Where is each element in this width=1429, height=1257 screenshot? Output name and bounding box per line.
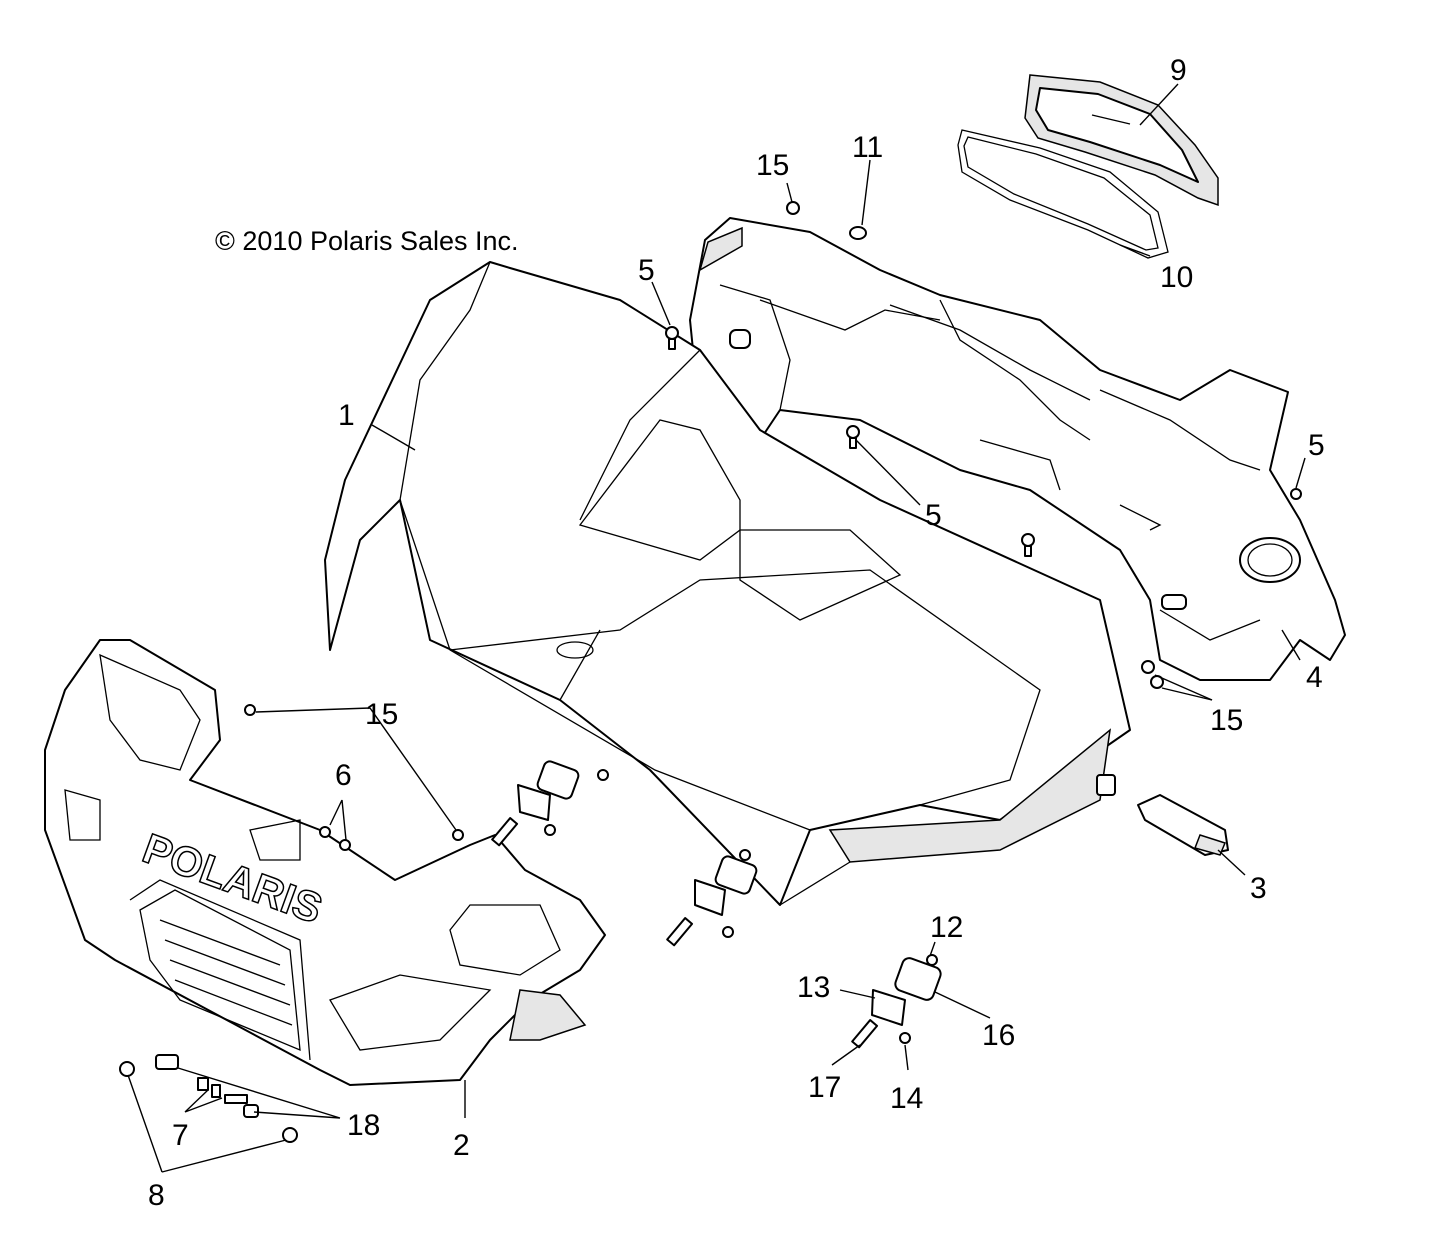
part-1-hood xyxy=(324,261,1131,906)
callout-17: 17 xyxy=(808,1071,841,1104)
callout-6: 6 xyxy=(335,759,352,792)
callout-15c: 15 xyxy=(1210,704,1243,737)
callout-15a: 15 xyxy=(756,149,789,182)
part-9-gauge-bezel xyxy=(1024,74,1219,207)
part-4-dash-panel xyxy=(689,217,1346,681)
callout-14: 14 xyxy=(890,1082,923,1115)
callout-13: 13 xyxy=(797,971,830,1004)
callout-3: 3 xyxy=(1250,872,1267,905)
callout-10: 10 xyxy=(1160,261,1193,294)
copyright-text: © 2010 Polaris Sales Inc. xyxy=(215,226,519,256)
mount-hardware xyxy=(491,760,942,1049)
callout-8: 8 xyxy=(148,1179,165,1212)
part-10-gasket xyxy=(957,129,1169,259)
callout-15b: 15 xyxy=(365,698,398,731)
callouts: 1 2 3 4 5 5 5 6 7 8 9 10 11 12 13 14 15 … xyxy=(148,54,1325,1212)
leader-lines xyxy=(127,83,1306,1173)
callout-5b: 5 xyxy=(925,499,942,532)
callout-5a: 5 xyxy=(638,254,655,287)
callout-9: 9 xyxy=(1170,54,1187,87)
callout-5c: 5 xyxy=(1308,429,1325,462)
callout-11: 11 xyxy=(852,131,883,164)
part-3-handle xyxy=(1137,794,1229,856)
fasteners xyxy=(119,201,1302,1143)
callout-16: 16 xyxy=(982,1019,1015,1052)
callout-2: 2 xyxy=(453,1129,470,1162)
callout-18: 18 xyxy=(347,1109,380,1142)
callout-1: 1 xyxy=(338,399,355,432)
callout-4: 4 xyxy=(1306,661,1323,694)
callout-12: 12 xyxy=(930,911,963,944)
part-2-front-bumper: POLARIS xyxy=(44,639,606,1086)
callout-7: 7 xyxy=(172,1119,189,1152)
